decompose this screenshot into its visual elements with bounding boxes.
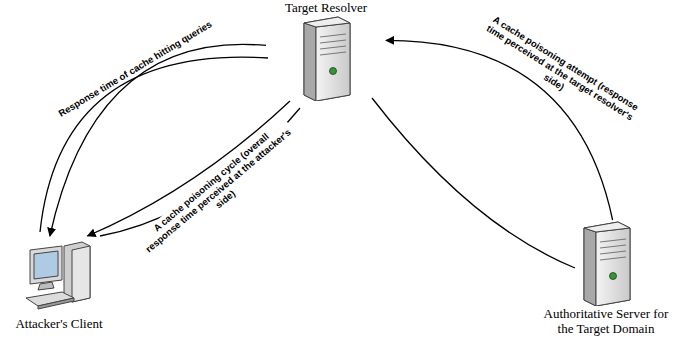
host-label: Attacker's Client: [2, 316, 116, 331]
computer-icon: [24, 236, 94, 316]
arrow-label: A cache poisoning attempt (response time…: [469, 7, 651, 138]
outgoing-curve: [372, 98, 575, 268]
host-node: Authoritative Server for the Target Doma…: [540, 220, 672, 336]
server-icon: [298, 15, 354, 101]
curved-arrow: [50, 44, 266, 236]
host-node: Attacker's Client: [2, 236, 116, 331]
arrow-label: A cache poisoning cycle (overall respons…: [133, 115, 303, 265]
outgoing-curve: [40, 57, 268, 232]
host-label: Authoritative Server for the Target Doma…: [540, 306, 672, 336]
host-label: Target Resolver: [266, 0, 386, 15]
server-icon: [578, 220, 634, 306]
host-node: Target Resolver: [266, 0, 386, 101]
arrow-label: Response time of cache hitting queries: [45, 11, 226, 125]
